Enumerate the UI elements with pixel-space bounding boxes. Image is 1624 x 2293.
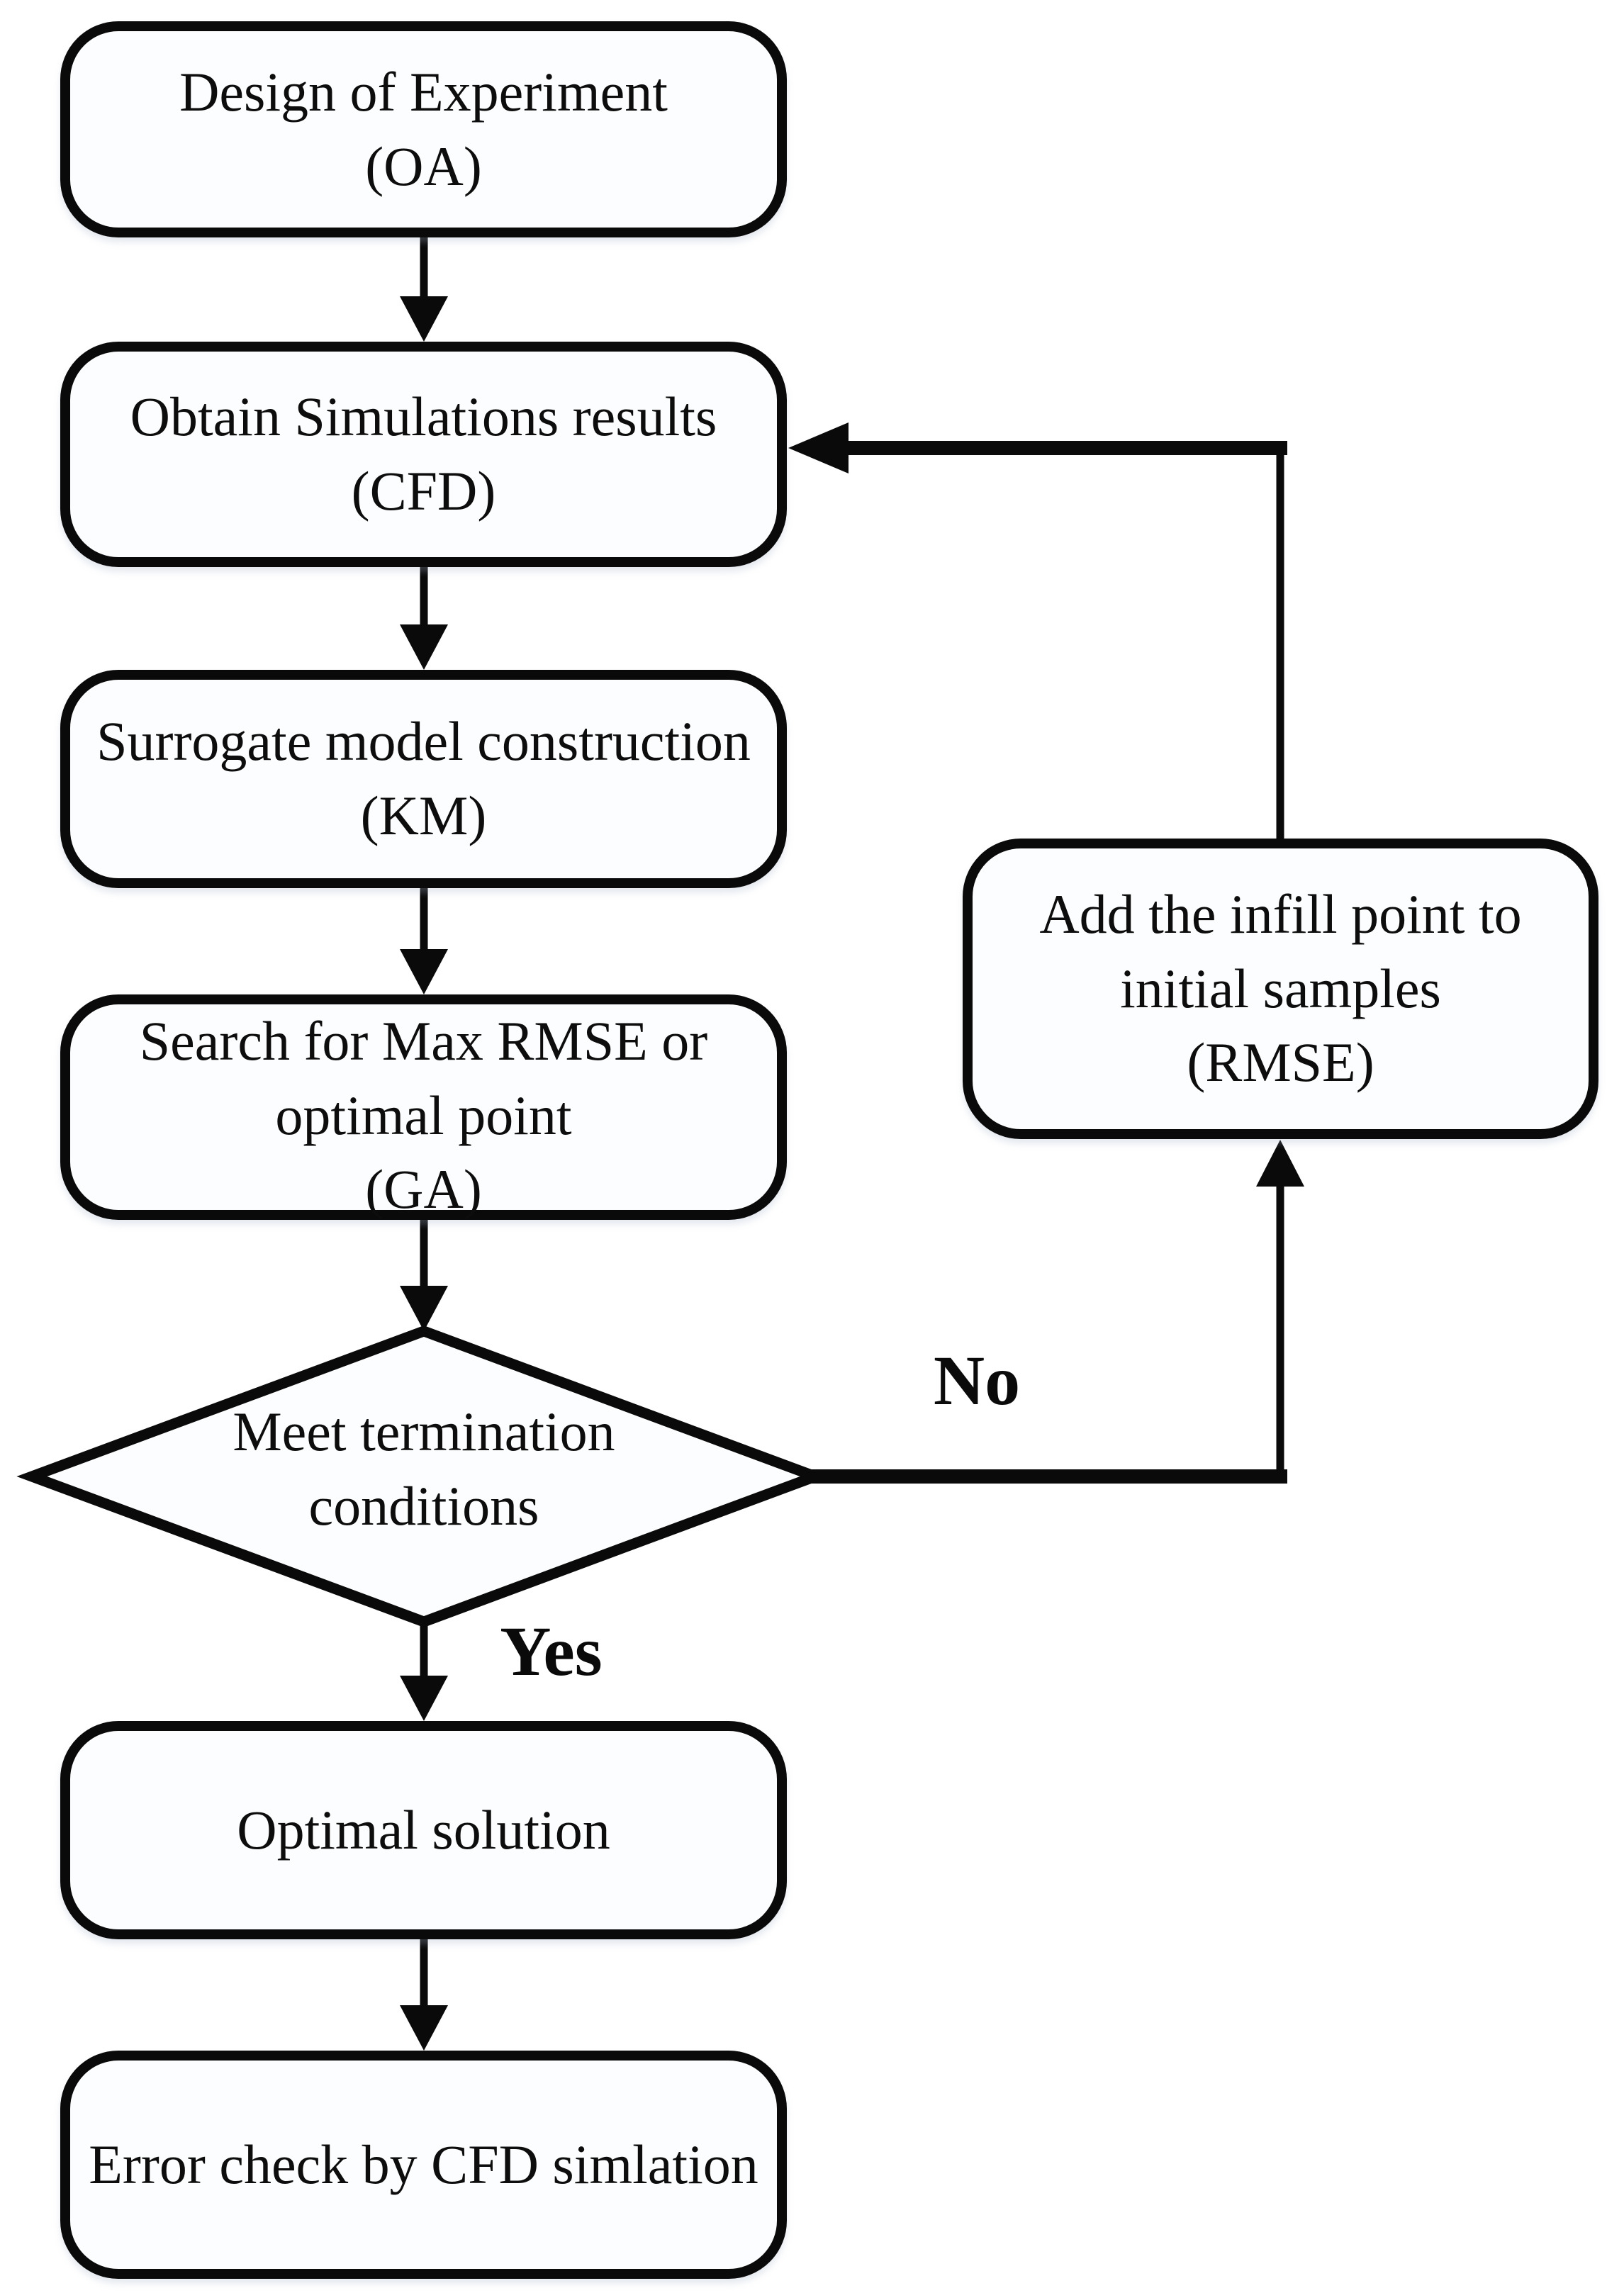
edge-label-no-text: No — [933, 1341, 1021, 1420]
connector-optimal-errorcheck-arrowhead — [400, 2005, 448, 2051]
node-meet-termination: Meet termination conditions — [176, 1367, 672, 1572]
node-add-infill-point-label: Add the infill point to initial samples … — [1039, 883, 1522, 1094]
node-meet-termination-label: Meet termination conditions — [233, 1401, 615, 1537]
node-optimal-solution: Optimal solution — [60, 1721, 787, 1939]
edge-label-yes: Yes — [468, 1610, 634, 1692]
node-optimal-solution-label: Optimal solution — [237, 1798, 610, 1861]
connector-doe-cfd-arrowhead — [400, 296, 448, 342]
node-error-check: Error check by CFD simlation — [60, 2051, 787, 2279]
connector-cfd-surrogate-arrowhead — [400, 624, 448, 670]
node-design-of-experiment: Design of Experiment (OA) — [60, 21, 787, 237]
node-add-infill-point: Add the infill point to initial samples … — [963, 839, 1598, 1139]
edge-label-yes-text: Yes — [500, 1612, 603, 1691]
edge-label-no: No — [892, 1340, 1062, 1421]
connector-surrogate-search-arrowhead — [400, 949, 448, 994]
connector-infill-cfd-arrowhead — [788, 422, 849, 473]
node-search-max-rmse: Search for Max RMSE or optimal point (GA… — [60, 994, 787, 1220]
node-surrogate-model-label: Surrogate model construction (KM) — [96, 710, 751, 846]
node-search-max-rmse-label: Search for Max RMSE or optimal point (GA… — [139, 1010, 708, 1221]
connector-search-decision-arrowhead — [400, 1286, 448, 1331]
connector-decision-optimal-arrowhead — [400, 1676, 448, 1721]
node-error-check-label: Error check by CFD simlation — [89, 2133, 758, 2195]
node-obtain-simulations-label: Obtain Simulations results (CFD) — [130, 386, 717, 522]
node-obtain-simulations: Obtain Simulations results (CFD) — [60, 342, 787, 567]
node-design-of-experiment-label: Design of Experiment (OA) — [179, 60, 668, 197]
node-surrogate-model: Surrogate model construction (KM) — [60, 670, 787, 888]
connector-decision-infill-arrowhead — [1256, 1140, 1304, 1187]
